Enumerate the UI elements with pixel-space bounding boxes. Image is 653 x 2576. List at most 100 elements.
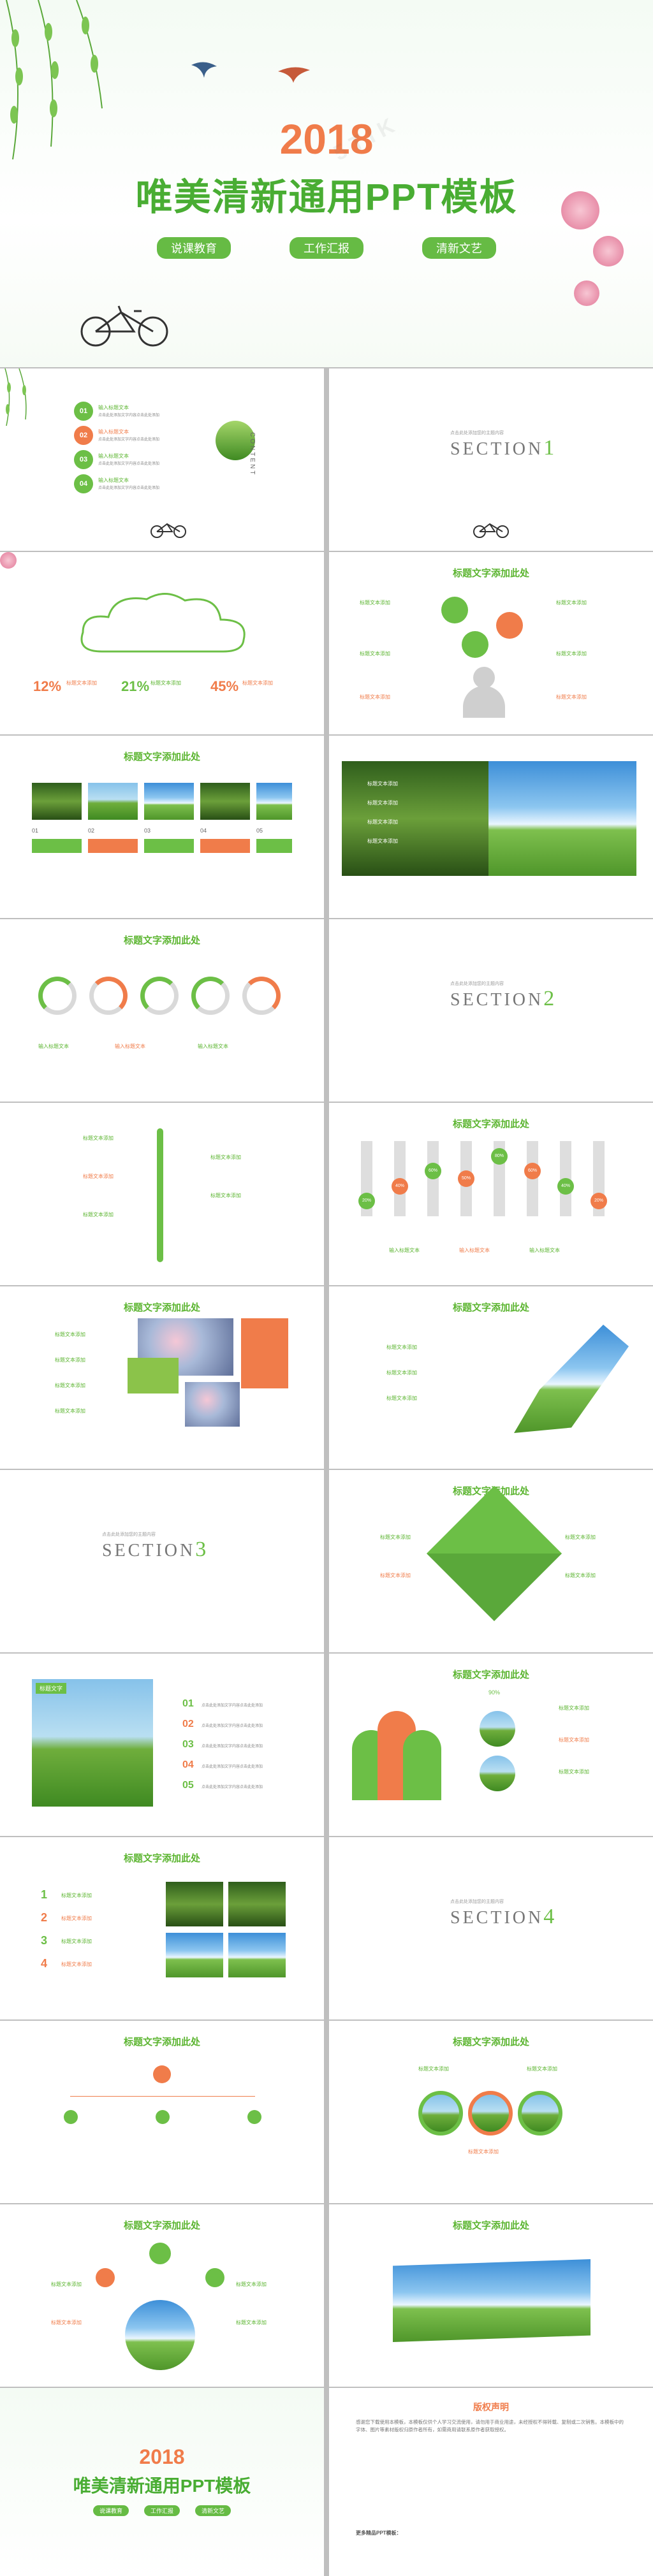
section-number: 4 [543, 1905, 557, 1928]
contents-photo-circle [216, 421, 255, 460]
list-number: 03 [182, 1739, 194, 1750]
stat-label: 标题文本添加 [242, 680, 273, 686]
photo-caption: 标题文本添加 [367, 781, 398, 787]
bar-value-dot: 80% [491, 1147, 508, 1165]
bar-value-dot: 20% [591, 1193, 607, 1210]
bar-chart-slide[interactable]: 标题文字添加此处 20%40%60%50%80%60%40%20% 输入标题文本… [329, 1103, 653, 1285]
ending-tag: 清新文艺 [195, 2505, 231, 2516]
rings-slide[interactable]: 标题文字添加此处 输入标题文本 输入标题文本 输入标题文本 [0, 919, 324, 1102]
copyright-title: 版权声明 [473, 2402, 509, 2412]
list-number: 02 [182, 1719, 194, 1729]
section-heading: 点击此处添加您的主题内容 SECTION2 [450, 982, 557, 1010]
item-label: 标题文本添加 [380, 1534, 411, 1540]
item-label: 标题文本添加 [236, 2281, 267, 2287]
section-3-slide[interactable]: 点击此处添加您的主题内容 SECTION3 [0, 1470, 324, 1652]
leaf-photo-slide[interactable]: 标题文字添加此处 标题文本添加 标题文本添加 标题文本添加 [329, 1286, 653, 1469]
bar-value-dot: 40% [392, 1177, 408, 1195]
swallow-bird-icon [191, 62, 217, 78]
item-label: 标题文本添加 [236, 2320, 267, 2325]
ending-slide[interactable]: 2018 唯美清新通用PPT模板 说课教育 工作汇报 清新文艺 [0, 2388, 324, 2576]
contents-item-label[interactable]: 输入标题文本 [98, 477, 129, 483]
photo [256, 783, 292, 820]
slide-title: 标题文字添加此处 [452, 568, 529, 579]
contents-item-label[interactable]: 输入标题文本 [98, 429, 129, 435]
slide-title: 标题文字添加此处 [452, 1302, 529, 1313]
bar-value-dot: 20% [358, 1193, 375, 1210]
contents-item-label[interactable]: 输入标题文本 [98, 453, 129, 459]
pins-slide[interactable]: 标题文字添加此处 90% 标题文本添加 标题文本添加 标题文本添加 [329, 1654, 653, 1836]
person-icons-slide[interactable]: 标题文字添加此处 标题文本添加 标题文本添加 标题文本添加 标题文本添加 标题文… [329, 552, 653, 734]
flower-decoration [0, 552, 17, 569]
item-label: 输入标题文本 [38, 1044, 69, 1049]
section-heading: 点击此处添加您的主题内容 SECTION4 [450, 1900, 557, 1928]
panorama-slide[interactable]: 标题文字添加此处 [329, 2204, 653, 2387]
photo [166, 1933, 223, 1977]
cloud-stats-slide[interactable]: 12% 21% 45% 标题文本添加 标题文本添加 标题文本添加 [0, 552, 324, 734]
cover-slide[interactable]: 2018 唯美清新通用PPT模板 说课教育 工作汇报 清新文艺 5 T I K [0, 0, 653, 367]
photo-circle [518, 2091, 562, 2136]
hub-node-icon [205, 2268, 224, 2287]
stat-percent: 21% [121, 678, 150, 694]
item-label: 标题文本添加 [83, 1174, 114, 1179]
contents-number: 03 [74, 450, 93, 469]
contents-item-desc: 点击此处添加文字内容点击此处添加 [98, 486, 160, 490]
section-number: 2 [543, 987, 557, 1010]
step-number: 05 [256, 827, 263, 834]
contents-item-label[interactable]: 输入标题文本 [98, 405, 129, 411]
section-4-slide[interactable]: 点击此处添加您的主题内容 SECTION4 [329, 1837, 653, 2019]
step-number: 1 [41, 1888, 48, 1901]
diamond-slide[interactable]: 标题文字添加此处 标题文本添加 标题文本添加 标题文本添加 标题文本添加 [329, 1470, 653, 1652]
org-root-icon [153, 2065, 171, 2083]
item-label: 标题文本添加 [559, 1737, 589, 1743]
list-text: 点击此处添加文字内容点击此处添加 [202, 1704, 263, 1708]
stat-percent: 45% [210, 678, 239, 694]
item-label: 标题文本添加 [360, 600, 390, 606]
slide-title: 标题文字添加此处 [123, 752, 200, 762]
step-number: 02 [88, 827, 95, 834]
contents-number: 02 [74, 426, 93, 445]
copyright-text: 感谢您下载使用本模板，本模板仅供个人学习交流使用，请勿用于商业用途，未经授权不得… [356, 2419, 624, 2433]
item-label: 标题文本添加 [210, 1193, 241, 1198]
photo-steps-slide[interactable]: 标题文字添加此处 01 02 03 04 05 [0, 736, 324, 918]
bar-value-dot: 60% [524, 1163, 541, 1180]
item-label: 输入标题文本 [115, 1044, 145, 1049]
item-label: 标题文本添加 [468, 2149, 499, 2155]
cover-tag: 说课教育 [157, 237, 231, 259]
bicycle-icon [473, 523, 509, 538]
bar-value-dot: 50% [458, 1170, 474, 1187]
contents-number: 04 [74, 474, 93, 493]
bicycle-icon [150, 523, 186, 538]
photo [488, 761, 636, 876]
section-2-slide[interactable]: 点击此处添加您的主题内容 SECTION2 [329, 919, 653, 1102]
item-label: 输入标题文本 [389, 1248, 420, 1253]
steps-photo-slide[interactable]: 标题文字添加此处 1 2 3 4 标题文本添加 标题文本添加 标题文本添加 标题… [0, 1837, 324, 2019]
item-label: 标题文本添加 [55, 1408, 85, 1414]
org-chart-slide[interactable]: 标题文字添加此处 [0, 2021, 324, 2203]
item-label: 输入标题文本 [459, 1248, 490, 1253]
ending-year: 2018 [139, 2445, 185, 2468]
photo [88, 783, 138, 820]
item-label: 标题文本添加 [55, 1383, 85, 1388]
item-label: 标题文本添加 [386, 1344, 417, 1350]
blossom-slide[interactable]: 标题文字添加此处 标题文本添加 标题文本添加 标题文本添加 标题文本添加 [0, 1286, 324, 1469]
numbered-list-slide[interactable]: 标题文字 01 02 03 04 05 点击此处添加文字内容点击此处添加 点击此… [0, 1654, 324, 1836]
ending-title: 唯美清新通用PPT模板 [73, 2476, 251, 2496]
photo-collage-slide[interactable]: 标题文本添加 标题文本添加 标题文本添加 标题文本添加 [329, 736, 653, 918]
photo [144, 783, 194, 820]
pin-shape [403, 1730, 441, 1800]
contents-slide[interactable]: 01 02 03 04 输入标题文本 输入标题文本 输入标题文本 输入标题文本 … [0, 368, 324, 551]
photo [32, 783, 82, 820]
flower-decoration [574, 280, 599, 306]
photo-circle [468, 2091, 513, 2136]
circles-photo-slide[interactable]: 标题文字添加此处 标题文本添加 标题文本添加 标题文本添加 [329, 2021, 653, 2203]
slide-title: 标题文字添加此处 [123, 1853, 200, 1864]
pie-percent: 90% [488, 1689, 501, 1696]
section-1-slide[interactable]: 点击此处添加您的主题内容 SECTION1 [329, 368, 653, 551]
tree-slide[interactable]: 标题文本添加 标题文本添加 标题文本添加 标题文本添加 标题文本添加 [0, 1103, 324, 1285]
cover-tag: 清新文艺 [422, 237, 496, 259]
photo [342, 761, 488, 876]
hub-slide[interactable]: 标题文字添加此处 标题文本添加 标题文本添加 标题文本添加 标题文本添加 [0, 2204, 324, 2387]
tree-trunk [157, 1128, 163, 1262]
item-label: 标题文本添加 [55, 1357, 85, 1363]
copyright-slide[interactable]: 版权声明 感谢您下载使用本模板，本模板仅供个人学习交流使用，请勿用于商业用途，未… [329, 2388, 653, 2576]
